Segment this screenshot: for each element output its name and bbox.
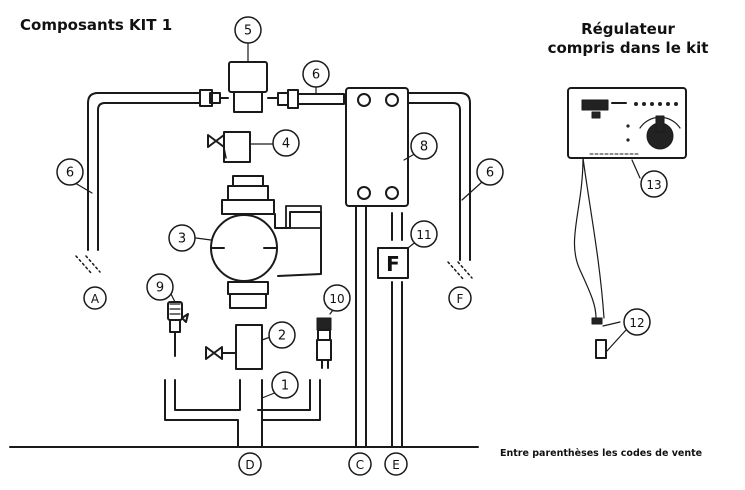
pump-3 [195,175,322,309]
regulator-led-row [634,102,678,106]
callout-9-circle [146,273,174,301]
callout-5: 5 [244,24,252,39]
connector-d-circle [238,452,262,476]
regulator-13 [567,87,687,179]
heat-exchanger-8 [345,87,419,207]
connector-a-circle [83,286,107,310]
callout-8-circle [410,132,438,160]
connector-d: D [245,458,254,472]
callout-8: 8 [420,140,428,155]
connector-f-circle [448,286,472,310]
callout-6c-circle [476,158,504,186]
callout-4: 4 [282,137,290,152]
regulator-title-line1: Régulateur [581,20,675,38]
pipe-left [69,92,201,275]
callout-4-circle [272,129,300,157]
callout-10: 10 [329,292,344,306]
callout-13: 13 [646,178,661,192]
callout-2-circle [268,321,296,349]
callout-5-circle [234,16,262,44]
callout-6a: 6 [312,68,320,83]
callout-6a-circle [302,60,330,88]
callout-11-circle [410,220,438,248]
callout-1: 1 [281,379,289,394]
probe-cable-12 [573,157,627,359]
union-left [199,89,229,107]
callout-1-circle [271,371,299,399]
callout-2: 2 [278,329,286,344]
callout-12: 12 [629,316,644,330]
manifold-1 [164,379,321,448]
component-9-thermometer [167,291,189,357]
component-10-purge [316,305,337,369]
connector-c: C [356,458,364,472]
connector-a: A [91,292,100,306]
kit-title: Composants KIT 1 [20,16,173,34]
connector-c-circle [348,452,372,476]
regulator-title: Régulateur compris dans le kit [528,20,728,58]
callout-3-circle [168,224,196,252]
callout-9: 9 [156,281,164,296]
connector-f: F [457,292,464,306]
callout-11: 11 [416,228,431,242]
connector-e: E [392,458,400,472]
callout-10-circle [323,284,351,312]
pipes-c-e [355,205,403,448]
regulator-title-line2: compris dans le kit [547,39,709,57]
callout-3: 3 [178,232,186,247]
valve-2 [205,324,277,370]
callout-6c: 6 [486,166,494,181]
callout-6b: 6 [66,166,74,181]
footnote: Entre parenthèses les codes de vente [500,448,703,459]
flow-meter-label: F [386,252,400,276]
connector-e-circle [384,452,408,476]
valve-4 [207,131,273,163]
component-5-body [228,43,268,113]
pipe-right [407,92,483,281]
callout-6b-circle [56,158,84,186]
callout-12-circle [623,308,651,336]
callout-13-circle [640,170,668,198]
